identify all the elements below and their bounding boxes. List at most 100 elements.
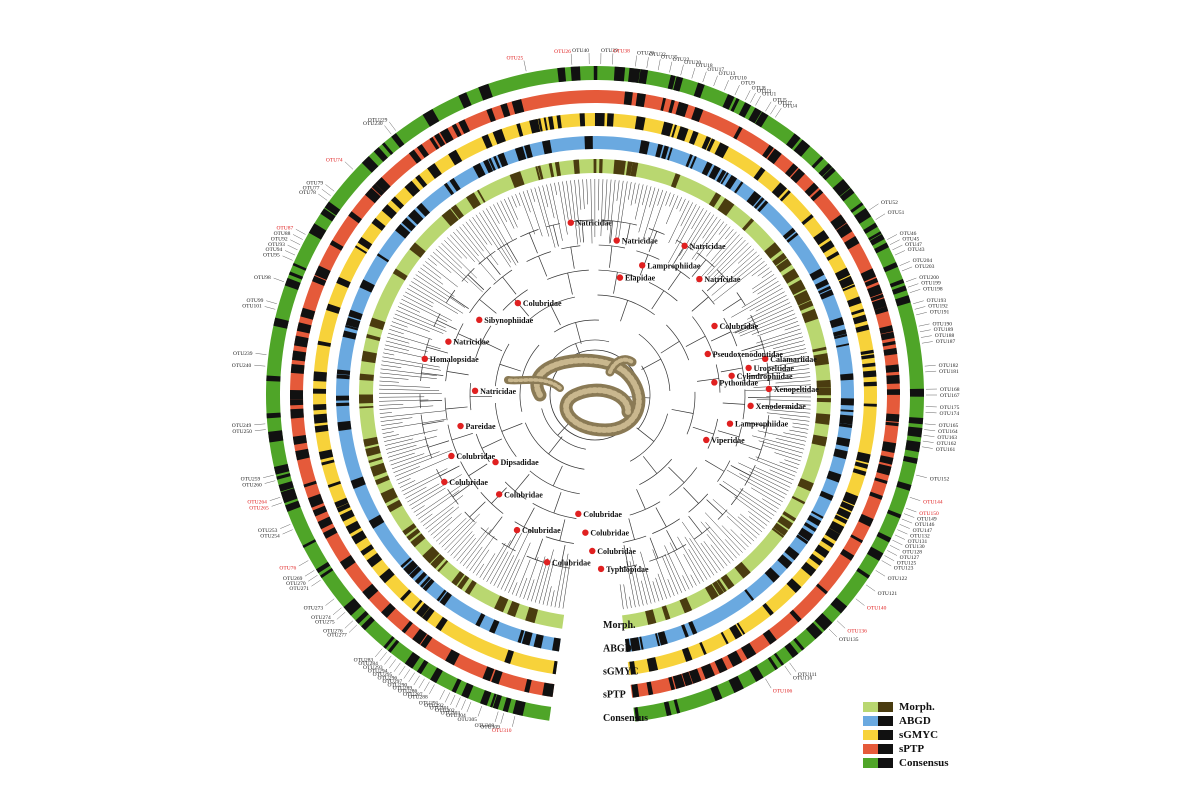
ring-segment [579,113,586,127]
otu-label: OTU287 [403,692,423,698]
tree-internal-branch [691,259,707,277]
tree-tip-branch [722,480,775,516]
tree-internal-branch [550,305,561,326]
ring-segment [840,398,854,406]
tree-tip-branch [379,380,399,383]
tree-internal-branch [641,358,661,370]
ring-segment [623,91,633,106]
ring-segment [314,265,331,281]
ring-segment [516,123,524,137]
tree-tip-branch [482,210,517,266]
ring-segment [537,118,543,132]
ring-segment [833,448,848,460]
tree-tip-branch [680,202,693,227]
clade-label: Colubridae [523,299,562,308]
tree-tip-branch [638,186,652,233]
ring-segment [816,379,831,388]
ring-segment [584,136,593,150]
tree-internal-branch [468,463,488,477]
ring-segment [410,533,426,548]
ring-segment [728,675,744,693]
ring-segment [370,462,387,477]
ring-segment [430,667,443,684]
otu-leader-line [887,234,898,240]
tree-tip-branch [749,471,789,492]
otu-label: OTU190 [932,321,952,327]
tree-tip-branch [669,193,675,207]
tree-internal-arc [648,228,665,235]
ring-segment [313,388,327,394]
otu-leader-line [919,329,931,333]
clade-label: Natricidae [690,242,726,251]
tree-internal-arc [750,314,760,334]
tree-tip-branch [388,444,429,458]
ring-segment [403,560,419,575]
ring-segment [634,707,640,722]
tree-internal-branch [467,274,485,291]
ring-segment [312,275,327,286]
ring-segment [688,621,698,635]
ring-segment [876,463,892,476]
ring-segment [858,513,874,527]
otu-leader-line [669,61,673,73]
tree-tip-branch [393,450,452,473]
tree-tip-branch [438,245,463,269]
ring-segment [746,190,762,207]
otu-label: OTU265 [249,505,269,511]
otu-leader-line [348,624,358,633]
ring-segment [472,163,486,179]
otu-label: OTU77 [303,185,320,191]
otu-leader-line [869,203,879,211]
tree-internal-branch [501,423,523,432]
tree-tip-branch [538,549,554,604]
tree-tip-branch [519,192,536,235]
tree-tip-branch [476,563,485,576]
ring-segment [315,561,331,574]
tree-tip-branch [435,528,450,542]
otu-leader-line [384,655,392,665]
ring-segment [337,420,352,432]
tree-tip-branch [489,551,509,584]
ring-segment [876,531,892,543]
tree-tip-branch [413,505,425,513]
tree-internal-arc [715,364,721,393]
ring-segment [814,544,830,558]
ring-segment [381,603,396,618]
otu-label: OTU303 [441,711,461,717]
otu-label: OTU187 [936,339,956,345]
tree-tip-branch [380,368,437,376]
tree-tip-branch [447,237,468,259]
ring-segment [720,574,735,590]
legend-label: sPTP [899,742,925,755]
ring-segment [525,607,539,624]
tree-tip-branch [546,184,555,219]
tree-tip-branch [383,434,399,438]
ring-segment [699,641,707,655]
tree-tip-branch [409,284,459,314]
ring-segment [630,162,639,177]
tree-tip-branch [740,513,763,533]
ring-segment [905,440,921,453]
ring-segment [810,189,824,202]
ring-segment [361,156,379,173]
ring-segment [852,314,868,325]
tree-internal-branch [528,232,538,254]
ring-segment [832,178,851,197]
tree-tip-branch [511,582,518,595]
ring-segment [430,554,445,569]
ring-segment [879,325,894,334]
otu-leader-line [734,84,740,96]
tree-tip-branch [469,535,495,572]
ring-segment [762,144,774,159]
otu-label: OTU39 [601,48,618,54]
otu-label: OTU28 [637,51,654,57]
tree-tip-branch [538,186,556,248]
tree-internal-branch [717,430,740,438]
ring-segment [691,107,704,123]
ring-segment [839,187,855,202]
clade-node-marker [711,379,718,386]
tree-tip-branch [751,487,781,506]
tree-tip-branch [479,553,496,578]
ring-segment [874,477,888,485]
tree-internal-branch [623,545,629,567]
